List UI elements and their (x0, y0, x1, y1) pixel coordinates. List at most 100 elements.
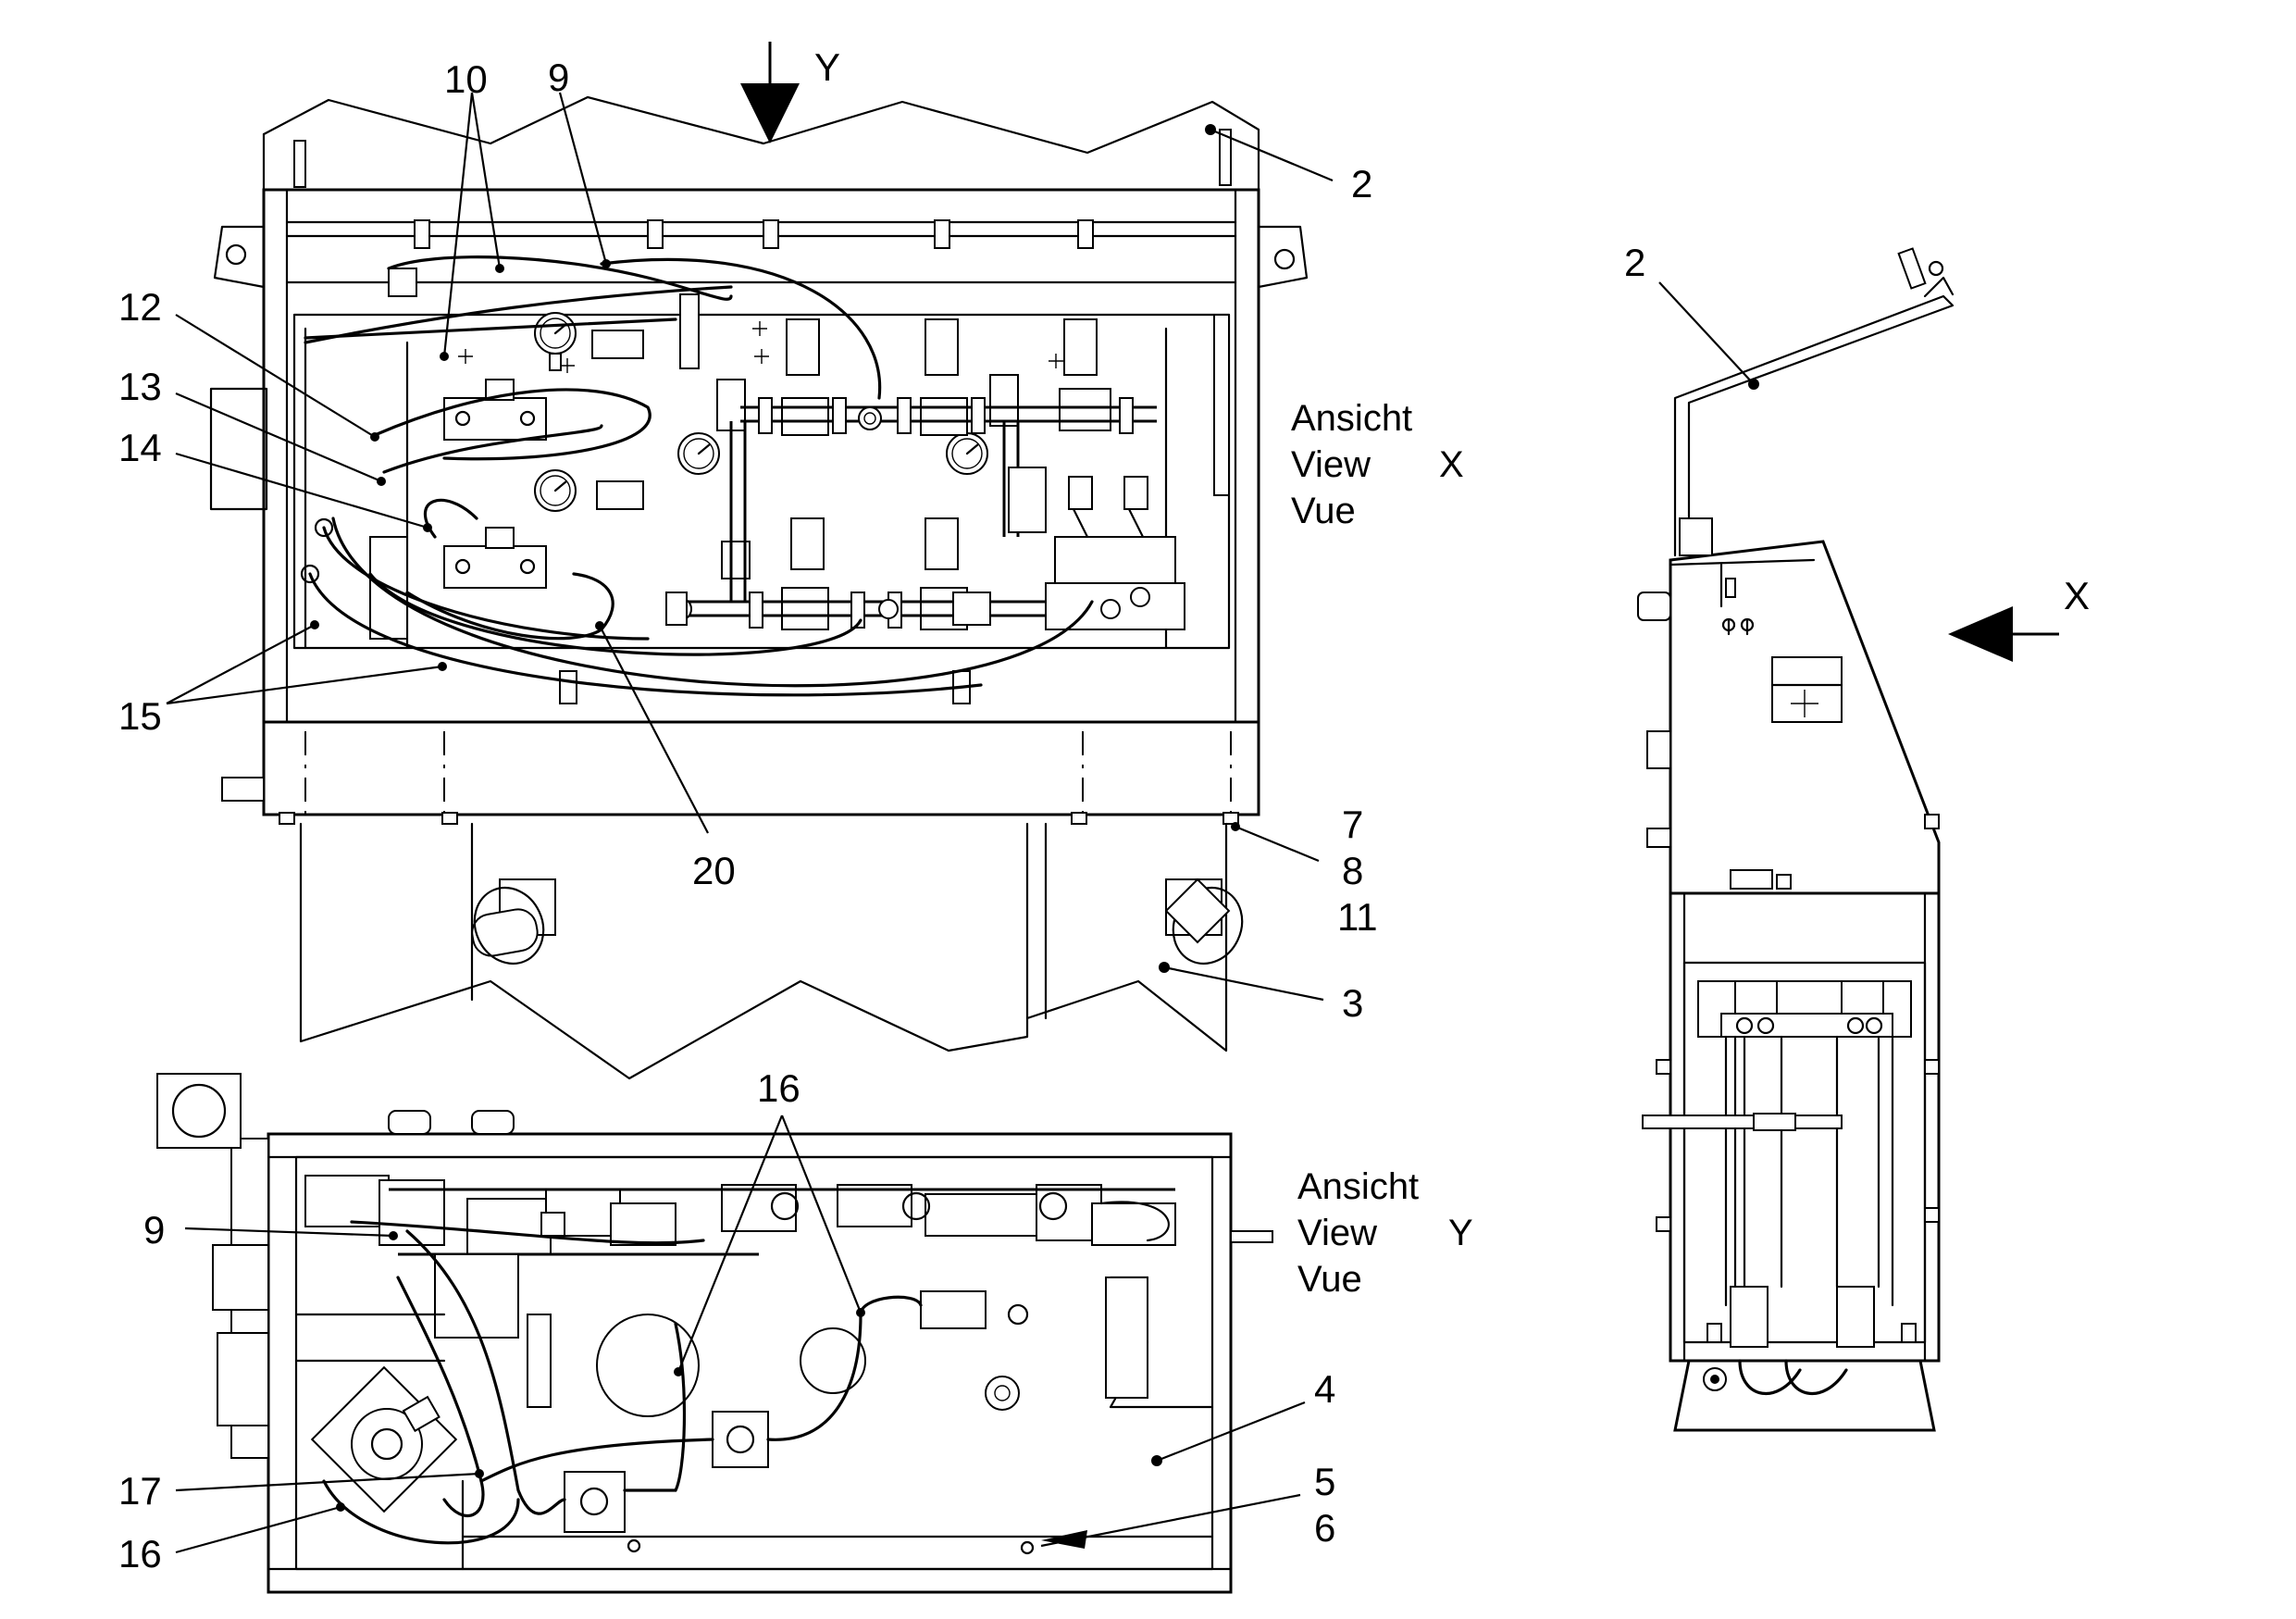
lower-valve-right (1841, 980, 1884, 1015)
valve-block-lower (443, 527, 547, 589)
valve-block-a (712, 1411, 769, 1468)
gauge-4 (946, 432, 988, 475)
front-view (209, 95, 1309, 1080)
regulator-1 (591, 330, 644, 359)
cabinet-top-edge (1669, 558, 1816, 567)
label-2-side: 2 (1624, 241, 1645, 284)
view-y-letter: Y (1448, 1213, 1473, 1253)
rotary-block (310, 1365, 458, 1513)
crossbar-valve (1753, 1113, 1796, 1131)
label-12: 12 (118, 285, 162, 329)
rail-clips (414, 219, 1094, 249)
valve-block-upper (443, 379, 547, 441)
bottom-tank-right (1836, 1286, 1875, 1348)
front-bottom-break-line (299, 822, 1228, 1080)
gauge-3 (677, 432, 720, 475)
drain-hole-1 (627, 1538, 641, 1553)
cabinet-side-bracket (1646, 730, 1671, 769)
corner-fitting-left (293, 140, 306, 188)
base-clip (1706, 1323, 1722, 1343)
mast-tip (1923, 276, 1955, 298)
lug-right-hole (1273, 248, 1296, 270)
cabinet-glands (1727, 618, 1749, 636)
lug-right (1257, 225, 1309, 289)
side-fit-d (1924, 1207, 1940, 1223)
solenoid-valves (716, 318, 1111, 630)
junction-box (156, 1073, 242, 1149)
top-view-right-stub (1230, 1230, 1273, 1243)
label-2-top: 2 (1351, 162, 1372, 205)
leader-lines (166, 92, 1759, 1554)
pump-unit (1008, 467, 1185, 630)
label-16-bottom: 16 (118, 1532, 162, 1575)
label-9-bottom: 9 (143, 1208, 165, 1252)
drain-hole-2 (1020, 1540, 1035, 1555)
junction-box-lid (171, 1083, 227, 1139)
side-fitting (212, 1244, 269, 1311)
mast-arm (1673, 294, 1955, 557)
vertical-tubes (1724, 1035, 1894, 1307)
top-view-solenoid (920, 1290, 987, 1329)
cabinet-side-bracket-2 (1646, 828, 1671, 848)
cover-right-inner (994, 1385, 1011, 1401)
hoses (304, 255, 1094, 697)
label-10: 10 (444, 57, 488, 101)
right-bracket-fill (1105, 1277, 1148, 1399)
lower-frame-inner (1682, 961, 1927, 1344)
lower-valve-left (1734, 980, 1778, 1015)
right-vertical-rod (1213, 314, 1230, 496)
valve-block-b (564, 1471, 626, 1533)
left-side-box (209, 387, 268, 511)
plus-markers (458, 321, 1063, 373)
top-view-manifold (304, 1175, 1176, 1256)
shackle-right (1164, 878, 1244, 965)
view-y-line1: Ansicht (1297, 1166, 1419, 1207)
top-fitting-2 (471, 1110, 515, 1135)
gauge-1 (534, 312, 577, 371)
view-x-line1: Ansicht (1291, 398, 1412, 439)
view-y-line3: Vue (1297, 1259, 1362, 1300)
mast-fitting (1897, 247, 1927, 290)
side-fit-b (1656, 1216, 1671, 1232)
bottom-tank-left (1730, 1286, 1769, 1348)
center-post (527, 1314, 552, 1408)
cabinet-clip (1725, 578, 1736, 598)
frame-base-box (262, 720, 1260, 816)
side-box (217, 1332, 269, 1426)
cabinet-bottom-valves (1730, 869, 1792, 890)
view-y-line2: View (1297, 1213, 1377, 1253)
base-clip-right (1901, 1323, 1917, 1343)
shackle-left (471, 878, 556, 965)
label-5: 5 (1314, 1460, 1335, 1503)
lug-left-hole (225, 243, 247, 266)
label-7: 7 (1342, 803, 1363, 846)
view-x-line2: View (1291, 444, 1371, 485)
base-bolts (221, 777, 1239, 825)
gauge-2 (534, 469, 577, 512)
label-13: 13 (118, 365, 162, 408)
cover-right (985, 1376, 1020, 1411)
view-x-letter: X (1439, 444, 1464, 485)
side-fit-c (1924, 1059, 1940, 1075)
label-y-arrow: Y (814, 45, 840, 89)
label-20: 20 (692, 849, 736, 892)
side-fit-a (1656, 1059, 1671, 1075)
top-view (156, 1073, 1273, 1594)
lug-left (213, 225, 266, 289)
lower-header-bar (1720, 1013, 1893, 1038)
display-box (1771, 656, 1843, 723)
view-x-caption: Ansicht View Vue X (1291, 398, 1464, 531)
cabinet-side-fitting (1637, 592, 1671, 621)
callout-labels: 10 9 Y 2 12 13 14 15 20 7 8 11 3 16 9 4 … (118, 45, 2090, 1575)
side-view (1637, 247, 1955, 1432)
label-11: 11 (1337, 895, 1378, 939)
center-housing (434, 1253, 519, 1339)
view-y-caption: Ansicht View Vue Y (1297, 1166, 1473, 1300)
regulator-2 (596, 480, 644, 510)
base-plate (1673, 1360, 1936, 1432)
corner-fitting-right (1219, 129, 1232, 186)
cabinet-right-clip (1924, 814, 1940, 829)
top-fitting-1 (388, 1110, 431, 1135)
front-top-break-line (262, 95, 1260, 192)
